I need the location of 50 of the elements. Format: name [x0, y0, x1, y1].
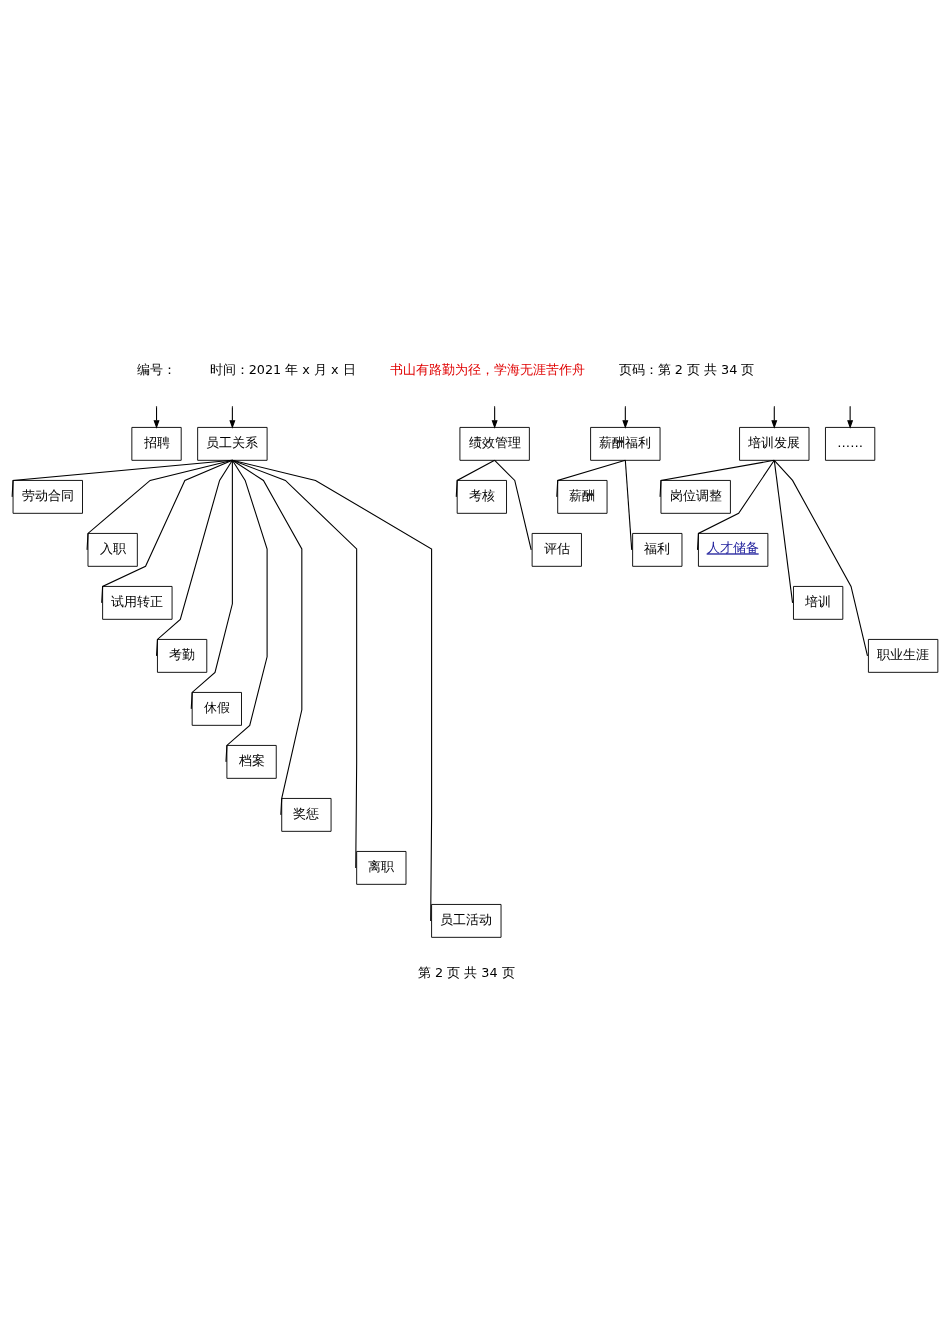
connector [156, 459, 233, 657]
node-box: 试用转正 [102, 585, 173, 620]
connector [86, 459, 233, 551]
node-box: 薪酬 [557, 479, 608, 514]
arrow [771, 406, 778, 429]
connector [659, 459, 775, 498]
node-box: 职业生涯 [867, 638, 939, 673]
arrow [847, 406, 854, 429]
node-box: 培训 [793, 585, 844, 620]
node-box: 薪酬福利 [590, 426, 661, 461]
connector [231, 459, 303, 816]
label: 页码：第 2 页 共 34 页 [618, 361, 755, 377]
connector [225, 459, 268, 763]
node-box: 岗位调整 [660, 479, 731, 514]
connector [101, 459, 233, 604]
connector [231, 459, 433, 922]
connector [190, 459, 233, 710]
node-box: 招聘 [131, 426, 182, 461]
connector [773, 459, 794, 604]
node-box: 员工关系 [197, 426, 268, 461]
arrow [622, 406, 629, 429]
node-box: 奖惩 [281, 798, 332, 832]
label: 编号： [137, 361, 177, 377]
node-box: 考勤 [157, 638, 208, 673]
node-box: 员工活动 [431, 904, 502, 938]
node-box: 考核 [456, 479, 507, 514]
connector [624, 459, 633, 551]
node-box: 评估 [531, 532, 582, 567]
label: 书山有路勤为径，学海无涯苦作舟 [389, 361, 585, 377]
node-box: 档案 [226, 745, 277, 779]
node-box: 培训发展 [739, 426, 810, 461]
node-box: 劳动合同 [12, 479, 83, 514]
connector [455, 459, 496, 498]
connector [231, 459, 358, 869]
node-box: …… [825, 426, 876, 461]
node-box: 人才储备 [697, 532, 769, 567]
connector [556, 459, 626, 498]
arrow [491, 406, 498, 429]
connector [773, 459, 869, 657]
node-box: 休假 [191, 691, 242, 726]
node-box: 福利 [632, 532, 683, 567]
node-box: 入职 [87, 532, 138, 567]
arrow [153, 406, 160, 429]
arrow [229, 406, 236, 429]
label: 时间：2021 年 x 月 x 日 [209, 361, 356, 377]
connector [696, 459, 775, 551]
label: 第 2 页 共 34 页 [417, 965, 515, 981]
connector [494, 459, 532, 551]
node-box: 离职 [356, 851, 407, 885]
node-box: 绩效管理 [459, 426, 530, 461]
